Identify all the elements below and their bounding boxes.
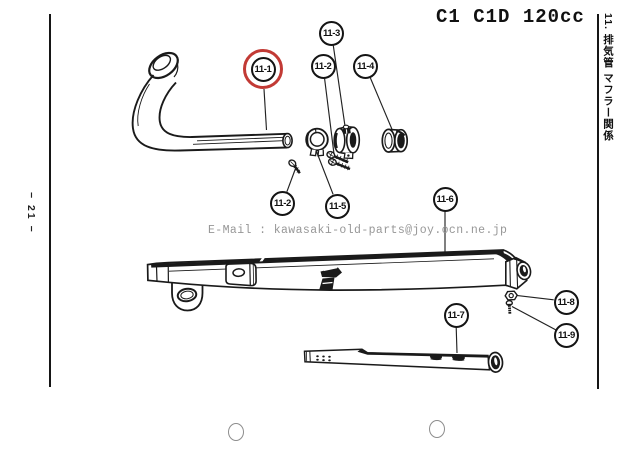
callout-11-2-upper: 11-2 — [310, 53, 336, 79]
bushing-drawing — [381, 128, 409, 153]
section-side-tab: 11. 排気管 マフラー関係 — [602, 13, 614, 142]
binder-hole-left — [228, 423, 244, 441]
callout-label: 11-1 — [254, 63, 272, 75]
callout-11-9: 11-9 — [554, 323, 579, 348]
callout-11-7: 11-7 — [443, 302, 469, 328]
callout-label: 11-6 — [436, 193, 454, 205]
muffler-body-drawing — [146, 249, 532, 312]
screw-pair-drawing — [326, 150, 351, 171]
watermark-email: E-Mail : kawasaki-old-parts@joy.ocn.ne.j… — [208, 224, 508, 237]
nut-drawing — [504, 290, 519, 301]
callout-11-3: 11-3 — [319, 21, 344, 46]
callout-label: 11-8 — [557, 296, 575, 308]
mount-screw-drawing — [288, 159, 301, 174]
binder-hole-right — [429, 420, 445, 438]
callout-11-4: 11-4 — [353, 54, 378, 79]
callout-11-1-highlight-ring: 11-1 — [243, 49, 283, 89]
callout-label: 11-2 — [274, 198, 291, 209]
page-number: − 21 − — [25, 192, 37, 234]
right-margin-rule — [597, 14, 599, 389]
callout-label: 11-2 — [314, 60, 332, 72]
left-margin-rule — [49, 14, 51, 387]
leader-lines — [263, 45, 556, 354]
exhaust-header-pipe-drawing — [131, 51, 293, 152]
callout-11-1: 11-1 — [250, 56, 276, 82]
page-title: C1 C1D 120cc — [436, 6, 585, 28]
callout-11-2-lower: 11-2 — [270, 191, 295, 216]
callout-label: 11-7 — [447, 309, 465, 321]
joint-clamp-drawing — [333, 124, 361, 160]
callout-label: 11-9 — [558, 330, 575, 341]
callout-label: 11-4 — [357, 61, 374, 72]
callout-label: 11-3 — [323, 28, 340, 39]
callout-11-5: 11-5 — [325, 193, 350, 219]
band-clamp-drawing — [305, 127, 329, 157]
callout-11-8: 11-8 — [553, 289, 579, 315]
callout-11-6: 11-6 — [432, 186, 458, 212]
bolt-drawing — [505, 300, 513, 314]
callout-label: 11-5 — [329, 200, 346, 212]
baffle-tube-drawing — [303, 348, 504, 373]
